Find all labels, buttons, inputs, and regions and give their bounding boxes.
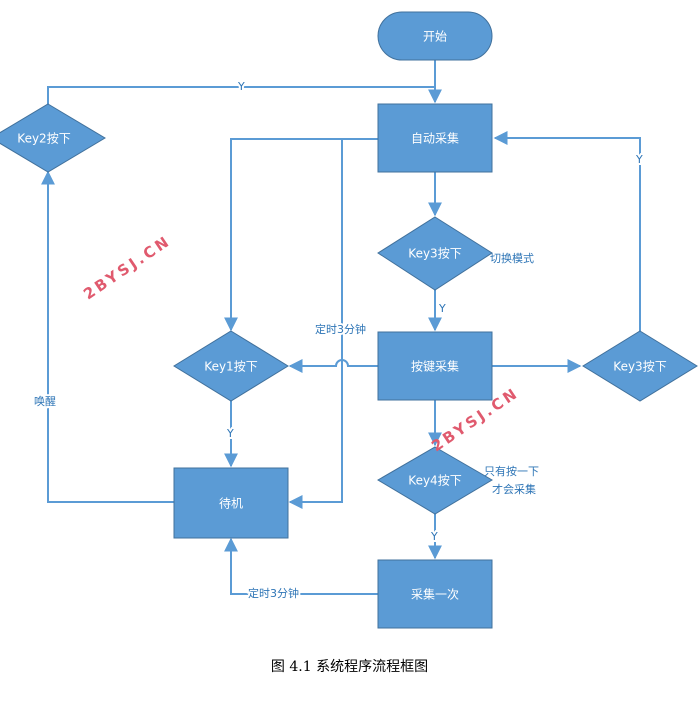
edge-once-standby — [224, 537, 378, 595]
only-press-label-1: 只有按一下 — [484, 464, 539, 478]
start-node — [377, 11, 493, 61]
key4-node — [377, 446, 493, 515]
y-label-right: Y — [635, 153, 643, 166]
only-press-label-2: 才会采集 — [492, 482, 536, 496]
key3-right-label: Key3按下 — [613, 360, 666, 374]
edge-keycollect-key1 — [288, 359, 378, 373]
standby-label: 待机 — [219, 497, 243, 511]
collect-once-node — [377, 559, 493, 629]
key3-right-node — [582, 330, 698, 402]
key3-top-node — [377, 216, 493, 291]
y-label-top: Y — [237, 80, 245, 93]
collect-once-label: 采集一次 — [411, 587, 459, 602]
auto-collect-node — [377, 103, 493, 173]
key2-node — [0, 103, 106, 173]
y-label-key3: Y — [438, 302, 446, 315]
start-label: 开始 — [423, 30, 447, 44]
key1-node — [173, 330, 289, 402]
timer-auto-label: 定时3分钟 — [315, 322, 366, 336]
edge-key2-auto — [47, 86, 435, 104]
key-collect-label: 按键采集 — [411, 359, 459, 374]
switch-mode-label: 切换模式 — [490, 251, 534, 265]
key3-top-label: Key3按下 — [408, 247, 461, 261]
edge-auto-key1 — [224, 138, 378, 332]
y-label-key1: Y — [226, 427, 234, 440]
edge-key3right-auto — [493, 131, 641, 331]
key1-label: Key1按下 — [204, 360, 257, 374]
figure-caption: 图 4.1 系统程序流程框图 — [270, 659, 429, 675]
key4-label: Key4按下 — [408, 474, 461, 488]
timer-once-label: 定时3分钟 — [248, 586, 299, 600]
y-label-key4: Y — [430, 530, 438, 543]
wake-label: 唤醒 — [34, 394, 56, 408]
edge-auto-standby — [288, 138, 378, 509]
watermark-left: 2BYSJ.CN — [80, 232, 174, 304]
key2-label: Key2按下 — [17, 132, 70, 146]
key-collect-node — [377, 331, 493, 401]
auto-collect-label: 自动采集 — [411, 131, 459, 146]
edge-standby-key2 — [41, 170, 174, 503]
standby-node — [173, 467, 289, 539]
